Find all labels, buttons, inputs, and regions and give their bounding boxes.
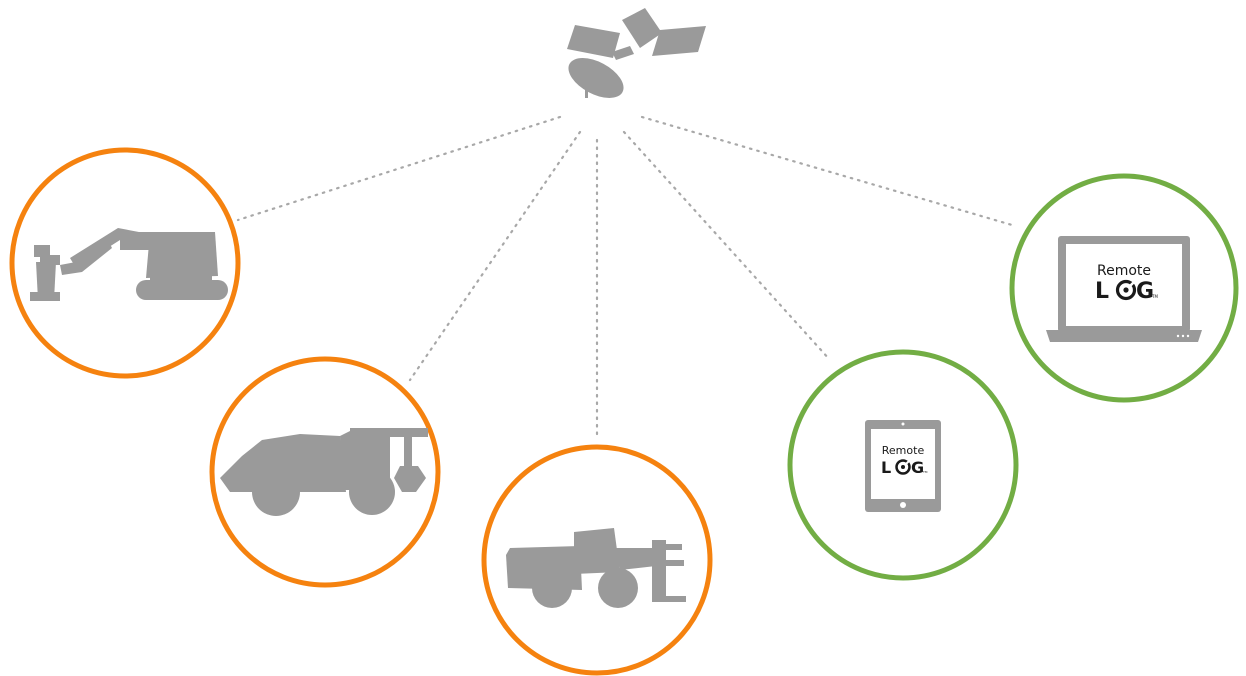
node-tablet: Remote L G TM bbox=[790, 352, 1016, 578]
logo-tm-text: TM bbox=[1151, 294, 1158, 299]
connector-laptop bbox=[642, 117, 1012, 225]
logo-g-text: G bbox=[1136, 279, 1154, 304]
logo-l-text: L bbox=[881, 458, 891, 477]
laptop-icon: Remote L G TM bbox=[1046, 236, 1202, 342]
tablet-icon: Remote L G TM bbox=[865, 420, 941, 512]
node-forwarder bbox=[212, 359, 438, 585]
logo-l-text: L bbox=[1095, 279, 1109, 304]
logo-remote-text: Remote bbox=[882, 444, 925, 457]
connector-tablet bbox=[624, 132, 830, 360]
logo-remote-text: Remote bbox=[1097, 263, 1151, 279]
node-harvester bbox=[12, 150, 238, 376]
node-laptop: Remote L G TM bbox=[1012, 176, 1236, 400]
connector-harvester bbox=[238, 117, 560, 220]
node-feller-buncher bbox=[484, 447, 710, 673]
connector-forwarder bbox=[410, 132, 580, 380]
logo-tm-text: TM bbox=[922, 470, 928, 474]
satellite-icon bbox=[562, 8, 706, 106]
logo-g-text: G bbox=[911, 458, 924, 477]
